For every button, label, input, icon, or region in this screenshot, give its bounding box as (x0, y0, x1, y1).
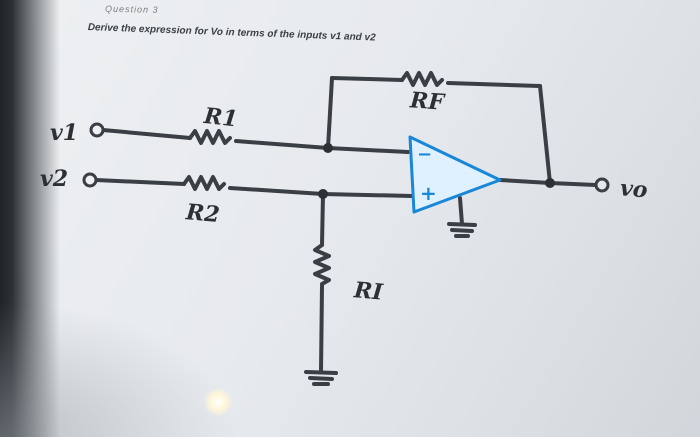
wire-node-inverting (326, 146, 410, 154)
ground-ri (304, 370, 338, 386)
resistor-ri (313, 243, 331, 286)
label-v2: v2 (40, 166, 68, 192)
terminal-v1 (89, 122, 105, 138)
wire-v2 (94, 178, 186, 186)
resistor-r1 (188, 129, 232, 145)
terminal-v2 (82, 172, 98, 188)
ground-opamp (447, 222, 477, 238)
wire-node-ri (320, 192, 325, 247)
wire-ri-ground (319, 284, 324, 374)
wire-r2-node (228, 186, 325, 196)
wire-feedback-right (538, 84, 552, 185)
wire-feedback-top-left (330, 76, 404, 82)
label-rf: RF (408, 87, 446, 115)
label-r2: R2 (184, 199, 221, 228)
terminal-vo (594, 177, 610, 193)
bottom-left-shadow (0, 300, 240, 437)
resistor-rf (400, 71, 444, 87)
label-r1: R1 (202, 103, 239, 132)
wire-v1 (101, 128, 192, 140)
label-v1: v1 (50, 120, 78, 146)
wire-r1-node (234, 139, 330, 150)
light-reflection (204, 388, 232, 416)
opamp-noninverting-sign: + (420, 181, 437, 205)
wire-feedback-left (326, 76, 334, 150)
wire-opamp-ground (458, 196, 464, 226)
junction-output (545, 178, 555, 188)
label-vo: vo (619, 175, 649, 203)
wire-opamp-output (498, 178, 552, 185)
wire-feedback-top-right (446, 81, 542, 88)
junction-inverting (323, 143, 333, 153)
junction-noninverting (318, 189, 328, 199)
resistor-r2 (182, 175, 226, 191)
label-ri: RI (352, 277, 384, 306)
opamp-inverting-sign: − (417, 144, 432, 165)
opamp-body (408, 135, 502, 214)
wire-output (548, 181, 598, 187)
wire-node-noninverting (321, 192, 414, 198)
